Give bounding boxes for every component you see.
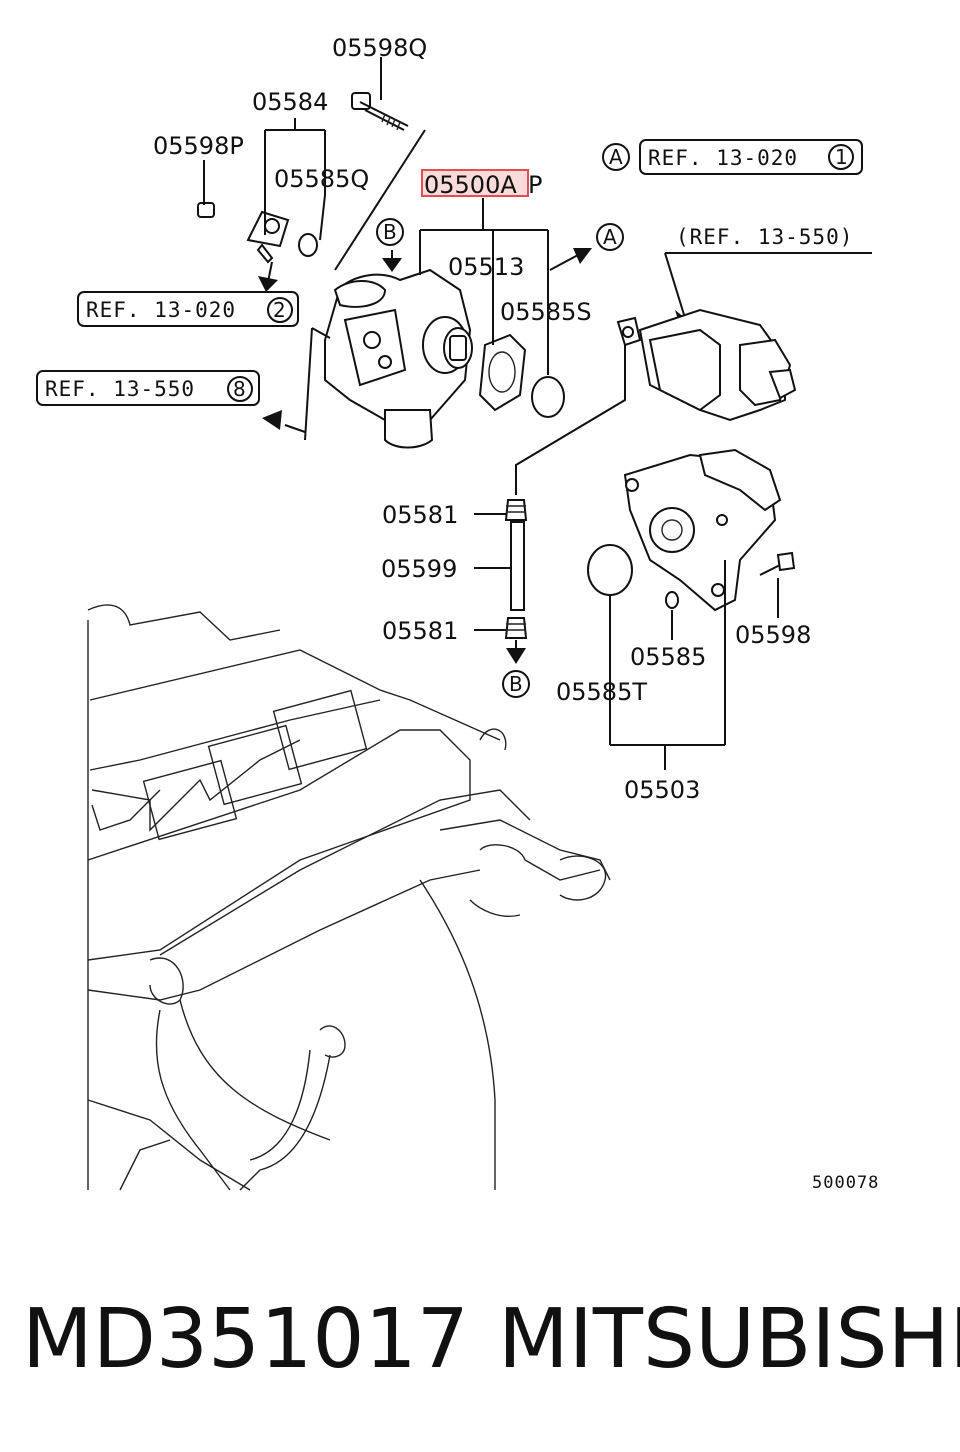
ref-box-13-020-2[interactable]	[77, 291, 299, 327]
vacuum-pump-assembly	[262, 129, 592, 449]
ref-13-550-8-text: REF. 13-550	[45, 377, 195, 401]
fitting-group	[197, 57, 409, 292]
ref-13-550-8-num: 8	[233, 377, 246, 401]
label-05585S[interactable]: 05585S	[500, 298, 592, 326]
ref-box-13-020-1[interactable]	[639, 139, 863, 175]
marker-a-top: A	[609, 145, 623, 169]
ref-13-020-1-text: REF. 13-020	[648, 146, 798, 170]
ref-13-020-1-num: 1	[835, 145, 848, 169]
label-05500A[interactable]: 05500A	[424, 171, 517, 199]
ref-box-13-550-8[interactable]	[36, 370, 260, 406]
label-05585T[interactable]: 05585T	[556, 678, 647, 706]
label-05584[interactable]: 05584	[252, 88, 328, 116]
label-05500A-suffix: P	[528, 171, 542, 199]
ref-13-020-2-text: REF. 13-020	[86, 298, 236, 322]
label-05598[interactable]: 05598	[735, 621, 811, 649]
marker-a-circle-top	[602, 143, 630, 171]
highlight-box	[421, 169, 529, 197]
ref-13-020-2-num: 2	[273, 298, 286, 322]
label-05585[interactable]: 05585	[630, 643, 706, 671]
label-05581-bottom[interactable]: 05581	[382, 617, 458, 645]
hose-group	[474, 499, 528, 664]
label-05513[interactable]: 05513	[448, 253, 524, 281]
footer: MD351017 MITSUBISHI	[0, 1290, 960, 1400]
label-05581-top[interactable]: 05581	[382, 501, 458, 529]
engine-block-drawing	[87, 604, 611, 1191]
label-05585Q[interactable]: 05585Q	[274, 165, 369, 193]
part-labels: 05598Q 05584 05598P 05585Q 05500A P 0551…	[153, 34, 879, 1193]
label-05598P[interactable]: 05598P	[153, 132, 244, 160]
marker-b-bottom: B	[509, 672, 523, 696]
label-05599[interactable]: 05599	[381, 555, 457, 583]
label-05503[interactable]: 05503	[624, 776, 700, 804]
reference-callouts: A REF. 13-020 1 (REF. 13-550) REF. 13-02…	[36, 139, 863, 698]
ref-13-550-top[interactable]: (REF. 13-550)	[676, 225, 853, 249]
brand-name: MITSUBISHI	[498, 1292, 960, 1387]
drawing-number: 500078	[812, 1173, 879, 1193]
pump-body-group	[515, 252, 872, 770]
label-05598Q[interactable]: 05598Q	[332, 34, 427, 62]
part-number: MD351017	[22, 1292, 469, 1387]
marker-b-top: B	[383, 220, 397, 244]
marker-a-arrow: A	[603, 225, 617, 249]
